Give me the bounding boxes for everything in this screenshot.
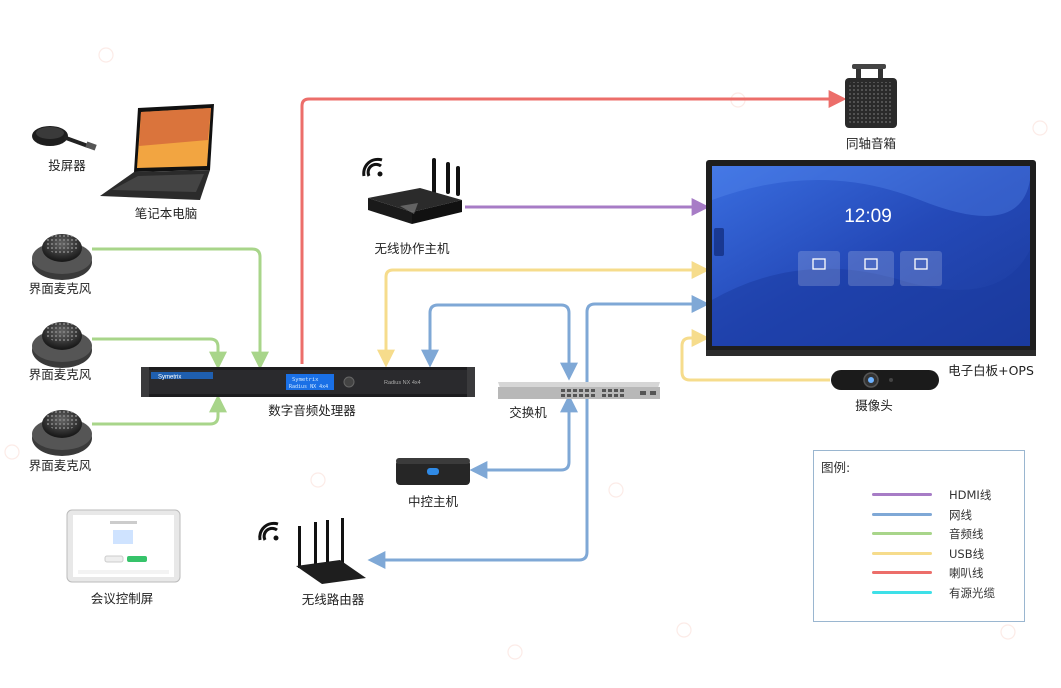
processor-display-line1: Symetrix bbox=[292, 377, 319, 383]
legend-swatch bbox=[872, 571, 932, 574]
legend-label: 网线 bbox=[949, 507, 972, 522]
legend-item: 有源光缆 bbox=[814, 583, 1026, 603]
speaker-cable-line bbox=[300, 90, 847, 364]
audio-processor-icon: Symetrix Symetrix Radius NX 4x4 Radius N… bbox=[141, 367, 475, 397]
speaker-label: 同轴音箱 bbox=[845, 136, 897, 151]
processor-brand-text: Symetrix bbox=[158, 375, 181, 381]
screen-caster-icon bbox=[32, 126, 97, 151]
central-control-label: 中控主机 bbox=[407, 494, 459, 509]
control-screen-label: 会议控制屏 bbox=[90, 591, 154, 606]
camera-icon bbox=[831, 370, 939, 390]
legend-swatch bbox=[872, 493, 932, 496]
legend-swatch bbox=[872, 590, 932, 594]
processor-model-text: Radius NX 4x4 bbox=[384, 380, 421, 386]
legend-item: HDMI线 bbox=[814, 485, 1026, 505]
switch-label: 交换机 bbox=[509, 405, 547, 420]
mic3-label: 界面麦克风 bbox=[28, 458, 92, 473]
usb-cable-processor-line bbox=[377, 261, 710, 368]
legend-label: HDMI线 bbox=[949, 488, 992, 502]
laptop-label: 笔记本电脑 bbox=[134, 206, 198, 221]
camera-label: 摄像头 bbox=[855, 398, 893, 413]
network-switch-icon bbox=[498, 382, 660, 399]
legend-title: 图例: bbox=[821, 460, 851, 475]
audio-cable-mic3-line bbox=[92, 394, 227, 426]
central-control-icon bbox=[396, 458, 470, 485]
screen-caster-label: 投屏器 bbox=[48, 158, 86, 173]
boundary-mic-icon bbox=[32, 410, 92, 456]
wireless-host-label: 无线协作主机 bbox=[374, 241, 450, 256]
legend-label: 喇叭线 bbox=[949, 566, 984, 580]
whiteboard-icon: 12:09 bbox=[706, 160, 1036, 356]
whiteboard-clock: 12:09 bbox=[844, 206, 892, 227]
network-processor-switch-line bbox=[421, 303, 578, 381]
mic2-label: 界面麦克风 bbox=[28, 367, 92, 382]
audio-cable-mic2-line bbox=[92, 337, 227, 370]
whiteboard-label: 电子白板+OPS bbox=[948, 363, 1034, 378]
processor-label: 数字音频处理器 bbox=[268, 403, 356, 418]
legend-item: 音频线 bbox=[814, 524, 1026, 544]
processor-display-line2: Radius NX 4x4 bbox=[289, 384, 328, 390]
audio-cable-mic1-line bbox=[92, 247, 269, 370]
wireless-router-icon bbox=[258, 518, 366, 584]
legend-item: 网线 bbox=[814, 505, 1026, 525]
legend-item: 喇叭线 bbox=[814, 563, 1026, 583]
router-label: 无线路由器 bbox=[301, 592, 365, 607]
legend-swatch bbox=[872, 532, 932, 535]
legend-swatch bbox=[872, 512, 932, 516]
legend-label: 有源光缆 bbox=[949, 585, 995, 600]
boundary-mic-icon bbox=[32, 322, 92, 368]
legend-label: USB线 bbox=[949, 546, 985, 561]
network-switch-whiteboard-line bbox=[585, 295, 710, 400]
network-switch-router-line bbox=[367, 400, 589, 569]
network-switch-central-line bbox=[469, 394, 578, 479]
boundary-mic-icon bbox=[32, 234, 92, 280]
legend-item: USB线 bbox=[814, 544, 1026, 564]
legend-box: 图例: HDMI线网线音频线 USB线喇叭线有源光缆 bbox=[813, 450, 1025, 622]
legend-swatch bbox=[872, 551, 932, 555]
speaker-icon bbox=[845, 64, 897, 128]
laptop-icon bbox=[100, 104, 214, 200]
legend-label: 音频线 bbox=[949, 527, 984, 541]
usb-cable-camera-line bbox=[680, 329, 830, 382]
wireless-host-icon bbox=[362, 157, 462, 224]
control-tablet-icon bbox=[66, 509, 181, 583]
mic1-label: 界面麦克风 bbox=[28, 281, 92, 296]
